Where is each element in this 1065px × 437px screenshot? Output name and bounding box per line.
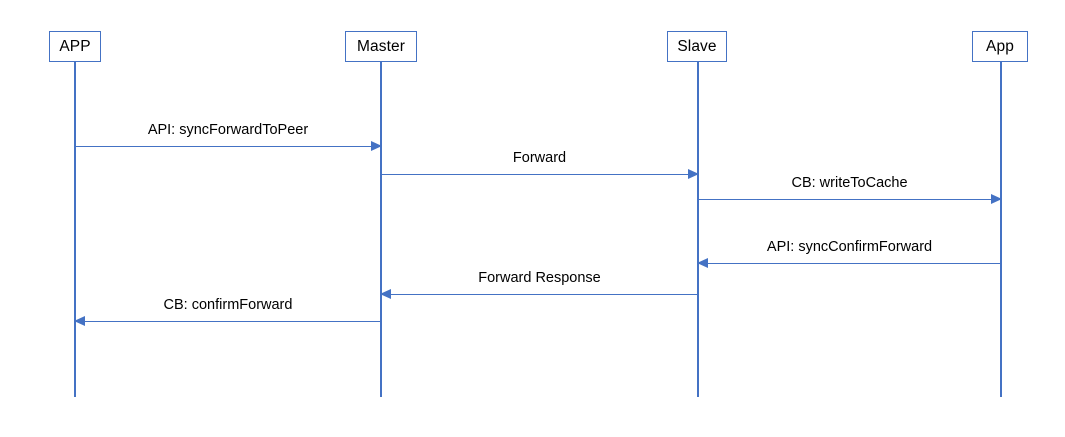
lifeline-label: App: [986, 37, 1014, 55]
message-line: [381, 294, 698, 296]
arrowhead-right-icon: [688, 169, 699, 180]
message-label: Forward: [512, 150, 567, 167]
arrowhead-left-icon: [380, 289, 391, 300]
message-line: [381, 174, 698, 176]
message-line: [698, 199, 1001, 201]
lifeline-header-app_left[interactable]: APP: [49, 31, 101, 62]
message-line: [75, 146, 381, 148]
lifeline-label: Slave: [677, 37, 717, 55]
message-label: Forward Response: [478, 270, 601, 287]
lifeline-header-app_right[interactable]: App: [972, 31, 1028, 62]
lifeline-stem-slave: [697, 62, 699, 397]
message-line: [698, 263, 1001, 265]
message-label: CB: confirmForward: [163, 297, 293, 314]
lifeline-stem-app_left: [74, 62, 76, 397]
message-label: CB: writeToCache: [791, 175, 908, 192]
message-line: [75, 321, 381, 323]
lifeline-stem-master: [380, 62, 382, 397]
lifeline-header-slave[interactable]: Slave: [667, 31, 727, 62]
message-label: API: syncConfirmForward: [766, 239, 933, 256]
arrowhead-right-icon: [371, 141, 382, 152]
lifeline-label: Master: [357, 37, 405, 55]
arrowhead-left-icon: [74, 316, 85, 327]
lifeline-stem-app_right: [1000, 62, 1002, 397]
arrowhead-right-icon: [991, 194, 1002, 205]
message-label: API: syncForwardToPeer: [147, 122, 309, 139]
arrowhead-left-icon: [697, 258, 708, 269]
lifeline-header-master[interactable]: Master: [345, 31, 417, 62]
lifeline-label: APP: [59, 37, 91, 55]
